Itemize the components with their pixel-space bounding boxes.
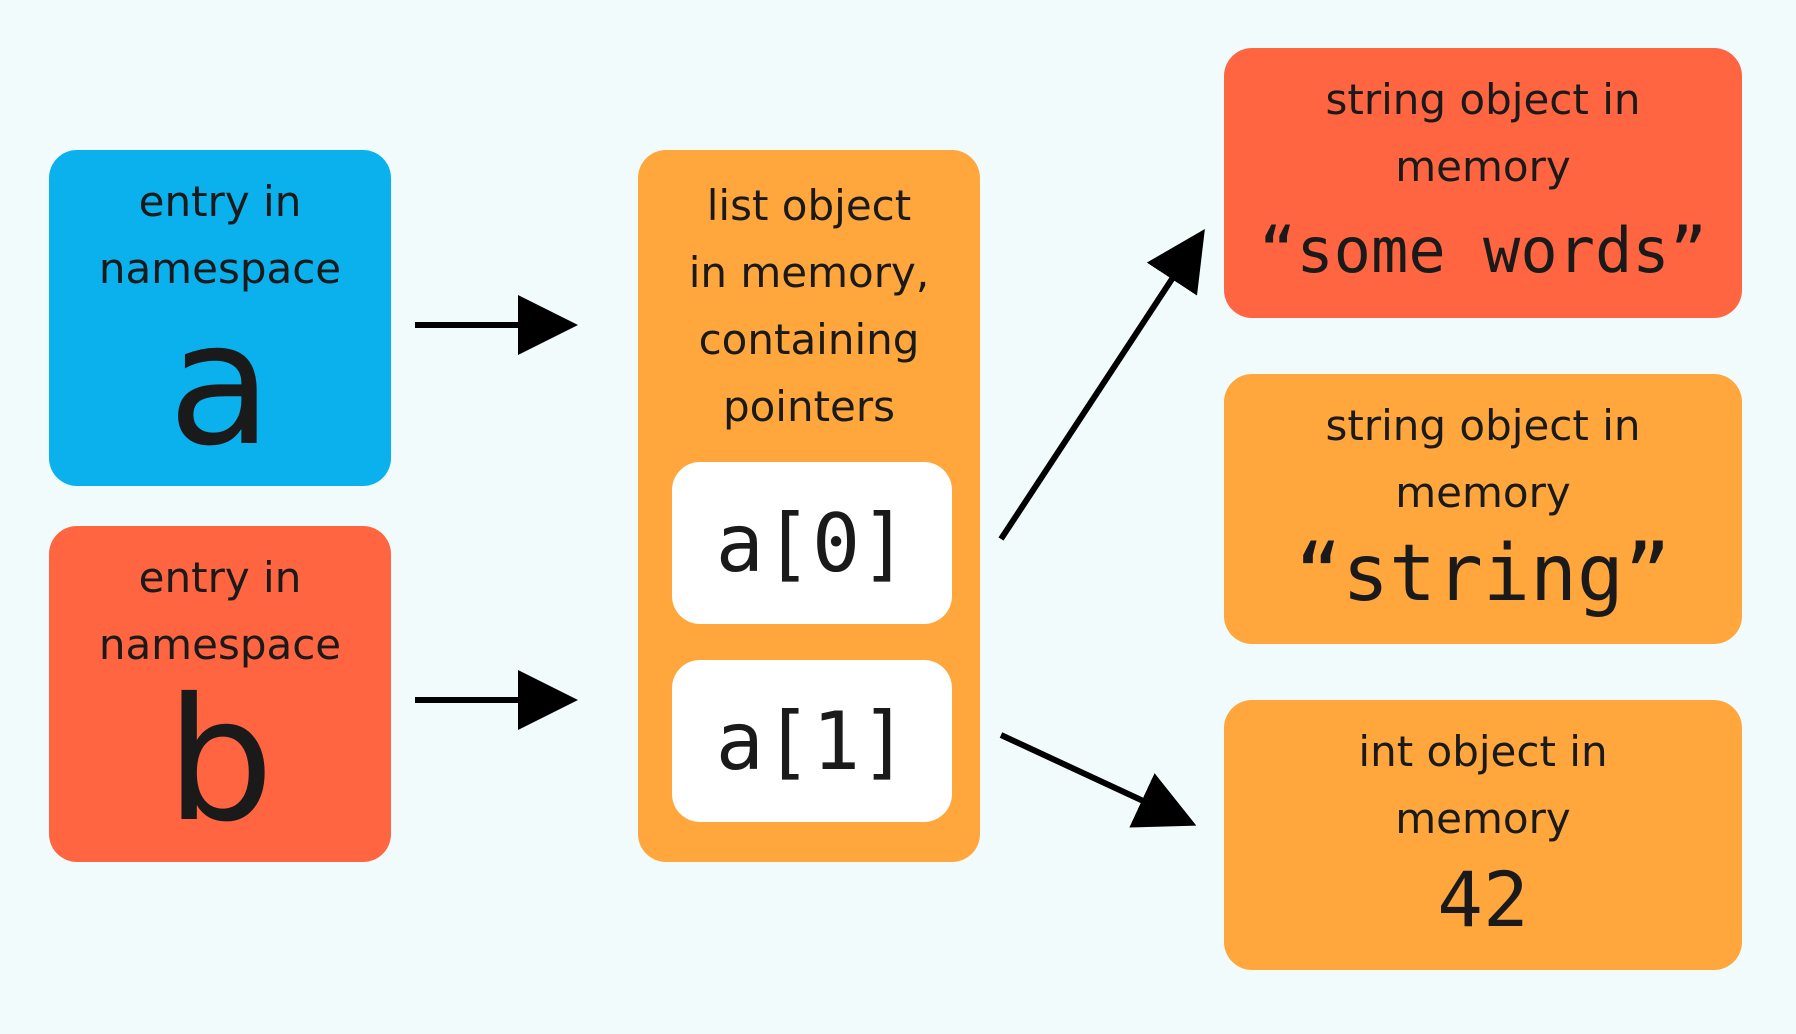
string-object-string-label: string object in memory — [1325, 401, 1641, 517]
namespace-entry-b-name: b — [166, 662, 274, 860]
namespace-entry-b-label: entry in namespace — [98, 553, 342, 669]
list-object-label: list object in memory, containing pointe… — [688, 181, 930, 431]
string-object-some-words: string object in memory “some words” — [1224, 48, 1742, 318]
namespace-entry-b: entry in namespace b — [49, 526, 391, 862]
list-slot-0: a[0] — [672, 462, 952, 624]
namespace-entry-a-name: a — [167, 286, 273, 484]
arrow-slot1-to-int — [999, 732, 1197, 828]
int-object-value: 42 — [1437, 855, 1529, 944]
namespace-entry-a-label: entry in namespace — [98, 177, 342, 293]
int-object: int object in memory 42 — [1224, 700, 1742, 970]
string-object-some-words-label: string object in memory — [1325, 75, 1641, 191]
string-object-some-words-value: “some words” — [1259, 214, 1707, 287]
namespace-entry-a: entry in namespace a — [49, 150, 391, 486]
list-object: list object in memory, containing pointe… — [638, 150, 980, 862]
string-object-string-value: “string” — [1295, 529, 1671, 619]
list-slot-1: a[1] — [672, 660, 952, 822]
arrow-slot0-to-string — [998, 228, 1205, 541]
string-object-string: string object in memory “string” — [1224, 374, 1742, 644]
int-object-label: int object in memory — [1358, 727, 1608, 843]
